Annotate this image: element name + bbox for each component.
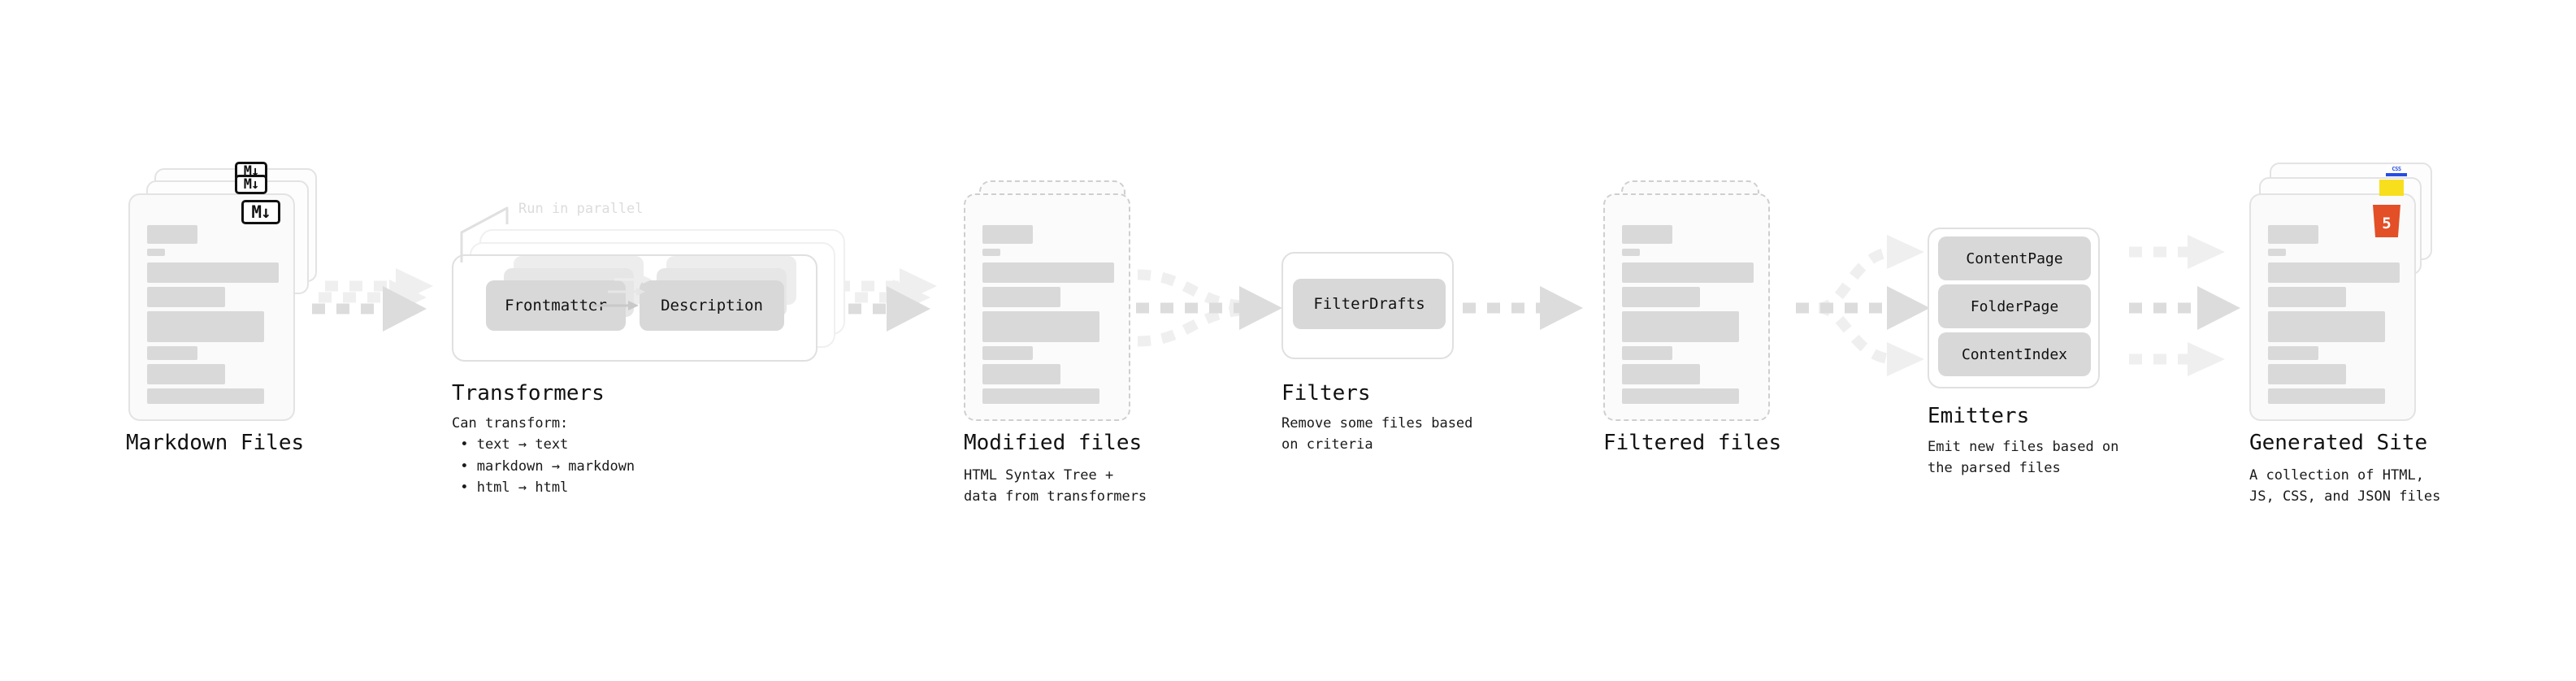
skeleton-line <box>982 364 1060 384</box>
skeleton-line <box>1622 388 1739 404</box>
skeleton-line <box>982 346 1033 360</box>
stage-subtitle-generated-site: A collection of HTML, JS, CSS, and JSON … <box>2249 467 2441 505</box>
css-badge: CSS <box>2386 166 2407 176</box>
filtered-card-front <box>1603 193 1770 421</box>
skeleton-line <box>1622 364 1700 384</box>
html5-badge: HTML 5 <box>2373 205 2400 237</box>
skeleton-line <box>982 262 1114 283</box>
skeleton-line <box>2268 262 2400 283</box>
stage-title-filtered-files: Filtered files <box>1603 431 1782 455</box>
skeleton-line <box>147 346 197 360</box>
stage-title-modified-files: Modified files <box>964 431 1143 455</box>
arrow-emitters-to-site <box>2129 235 2240 376</box>
filter-pill-filterdrafts[interactable]: FilterDrafts <box>1293 279 1446 329</box>
transformer-pill-description[interactable]: Description <box>640 280 784 331</box>
transformer-pill-frontmatter[interactable]: Frontmatter <box>486 280 626 331</box>
skeleton-line <box>982 311 1099 342</box>
skeleton-line <box>2268 364 2346 384</box>
stage-title-emitters: Emitters <box>1928 404 2030 428</box>
stage-subtitle-filters: Remove some files based on criteria <box>1281 415 1473 453</box>
stage-subtitle-modified-files: HTML Syntax Tree + data from transformer… <box>964 467 1147 505</box>
skeleton-line <box>2268 388 2385 404</box>
skeleton-line <box>2268 287 2346 307</box>
html5-badge-digit: 5 <box>2382 214 2392 232</box>
arrow-filtered-to-emitters <box>1796 235 1930 376</box>
emitter-pill-contentpage[interactable]: ContentPage <box>1938 236 2091 280</box>
skeleton-line <box>982 388 1099 404</box>
arrow-markdown-to-transformers <box>312 268 433 332</box>
stage-title-filters: Filters <box>1281 381 1371 406</box>
skeleton-meta <box>982 249 1000 256</box>
stage-subtitle-transformers: Can transform: • text → text • markdown … <box>452 415 635 497</box>
run-in-parallel-note: Run in parallel <box>518 201 644 217</box>
skeleton-line <box>147 262 279 283</box>
js-badge <box>2379 180 2404 196</box>
skeleton-line <box>147 364 225 384</box>
skeleton-line <box>147 311 264 342</box>
stage-title-markdown-files: Markdown Files <box>126 431 305 455</box>
skeleton-title <box>2268 225 2318 244</box>
skeleton-title <box>1622 225 1672 244</box>
modified-card-front <box>964 193 1130 421</box>
markdown-badge: M↓ <box>241 200 280 224</box>
skeleton-line <box>147 287 225 307</box>
skeleton-title <box>982 225 1033 244</box>
skeleton-line <box>1622 311 1739 342</box>
skeleton-line <box>982 287 1060 307</box>
stage-title-generated-site: Generated Site <box>2249 431 2428 455</box>
stage-title-transformers: Transformers <box>452 381 605 406</box>
skeleton-line <box>2268 346 2318 360</box>
stage-subtitle-emitters: Emit new files based on the parsed files <box>1928 439 2119 477</box>
markdown-badge-back-1: M↓ <box>235 175 267 194</box>
skeleton-line <box>2268 311 2385 342</box>
arrow-modified-to-filters <box>1136 269 1282 347</box>
skeleton-line <box>147 388 264 404</box>
emitter-pill-folderpage[interactable]: FolderPage <box>1938 284 2091 328</box>
skeleton-line <box>1622 287 1700 307</box>
skeleton-line <box>1622 346 1672 360</box>
skeleton-meta <box>1622 249 1640 256</box>
skeleton-meta <box>147 249 165 256</box>
skeleton-line <box>1622 262 1754 283</box>
skeleton-meta <box>2268 249 2286 256</box>
skeleton-title <box>147 225 197 244</box>
arrow-filters-to-filtered <box>1463 286 1583 330</box>
emitter-pill-contentindex[interactable]: ContentIndex <box>1938 332 2091 376</box>
markdown-card-front <box>128 193 295 421</box>
